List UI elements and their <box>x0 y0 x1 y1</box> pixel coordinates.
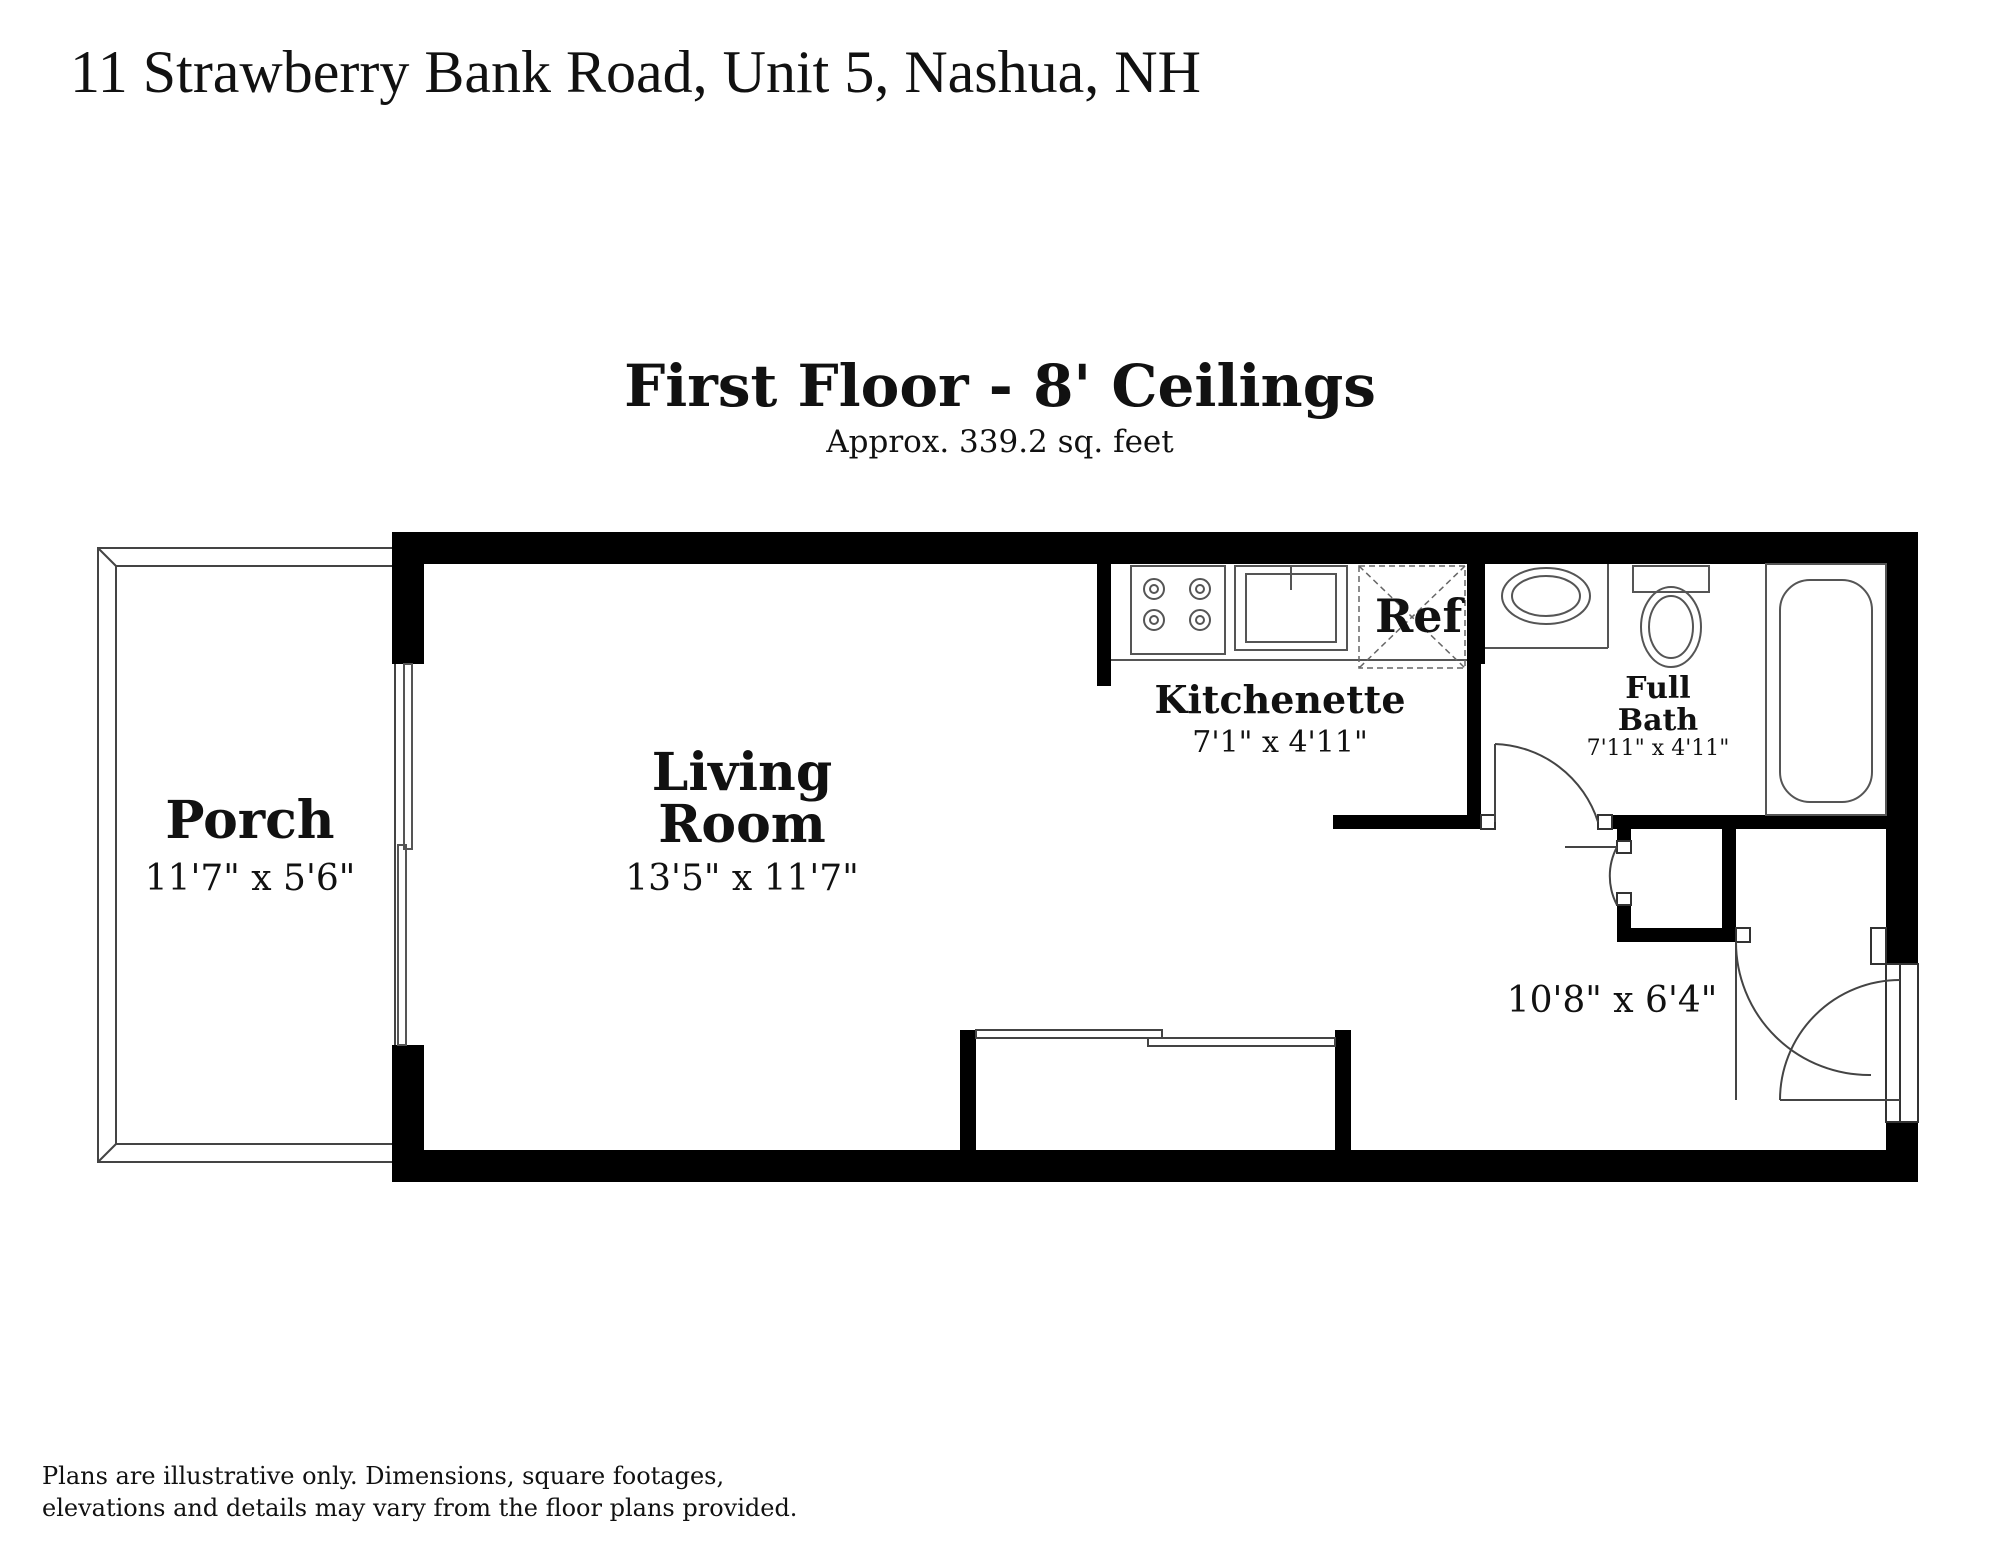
porch-name: Porch <box>165 790 334 851</box>
door-frames <box>1480 814 1919 1123</box>
property-address: 11 Strawberry Bank Road, Unit 5, Nashua,… <box>70 39 1201 105</box>
porch <box>97 547 396 1163</box>
kitchen-counter <box>1111 565 1467 661</box>
floor-title: First Floor - 8' Ceilings <box>624 352 1376 420</box>
refrigerator <box>1358 565 1466 669</box>
porch-sliding-door <box>397 663 413 1046</box>
bath-fixtures <box>1485 563 1887 816</box>
disclaimer-line1: Plans are illustrative only. Dimensions,… <box>42 1462 725 1490</box>
living-name-line2: Room <box>658 794 826 855</box>
bath-name-line2: Bath <box>1618 703 1699 738</box>
disclaimer-line2: elevations and details may vary from the… <box>42 1494 798 1522</box>
interior-walls <box>960 564 1886 1150</box>
bath-name-line1: Full <box>1625 671 1690 706</box>
disclaimer: Plans are illustrative only. Dimensions,… <box>42 1460 797 1524</box>
exterior-walls <box>392 532 1918 1182</box>
porch-dims: 11'7" x 5'6" <box>145 858 356 899</box>
closet-sliding-doors <box>975 1029 1336 1047</box>
bath-dims: 7'11" x 4'11" <box>1587 736 1730 761</box>
entry-dims: 10'8" x 6'4" <box>1507 980 1718 1021</box>
kitchen-name: Kitchenette <box>1154 677 1405 722</box>
refrigerator-label: Ref <box>1375 589 1465 643</box>
kitchen-dims: 7'1" x 4'11" <box>1192 725 1368 760</box>
living-name-line1: Living <box>652 742 832 803</box>
door-swings <box>1494 743 1901 1101</box>
living-dims: 13'5" x 11'7" <box>625 858 859 899</box>
floor-area: Approx. 339.2 sq. feet <box>826 424 1174 460</box>
